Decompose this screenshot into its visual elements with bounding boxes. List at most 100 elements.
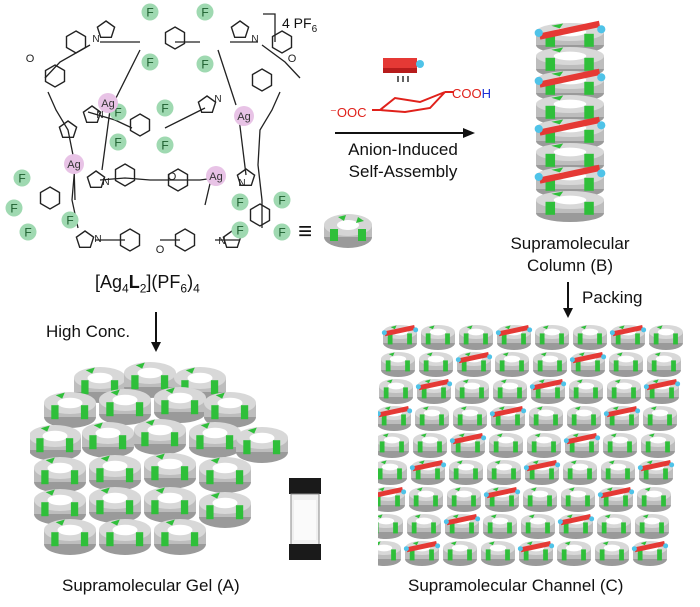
cage-ring	[487, 460, 521, 485]
cage-ring	[419, 352, 453, 377]
cage-ring	[407, 514, 441, 539]
cage-ring	[379, 379, 413, 404]
cage-bonds	[44, 41, 301, 241]
cage-ring	[134, 419, 186, 455]
arrow-label-line1: Anion-Induced	[348, 140, 458, 159]
fluorine-bubble	[156, 136, 174, 154]
high-conc-arrow-svg	[151, 312, 161, 352]
cage-ring	[534, 116, 606, 150]
cage-ring	[447, 487, 481, 512]
column-stack	[534, 20, 606, 222]
supramolecular-channel	[367, 318, 696, 576]
nitrogen-symbol: N	[94, 234, 101, 245]
cage-ring	[495, 325, 533, 350]
fluorine-symbol: F	[146, 6, 153, 20]
fluorine-bubble	[196, 3, 214, 21]
fluorine-symbol: F	[236, 196, 243, 210]
fluorine-symbol: F	[236, 224, 243, 238]
fluorine-symbol: F	[146, 56, 153, 70]
cage-ring	[637, 487, 671, 512]
cage-ring	[569, 379, 603, 404]
fluorine-bubble	[109, 133, 127, 151]
fluorine-bubble	[141, 3, 159, 21]
cage-ring	[609, 352, 643, 377]
cage-ring	[597, 487, 635, 512]
column-label-line2: Column (B)	[527, 256, 613, 275]
cage-ring	[643, 406, 677, 431]
cage-ring	[493, 379, 527, 404]
cage-ring	[453, 406, 487, 431]
cage-ring	[403, 541, 441, 566]
fluorine-symbol: F	[201, 58, 208, 72]
formula-mid: ](PF	[146, 272, 181, 292]
silver-bubble	[206, 166, 226, 186]
cage-ring	[144, 453, 196, 489]
cage-ring	[89, 487, 141, 523]
cage-ring	[199, 492, 251, 528]
cage-ring	[44, 519, 96, 555]
channel-label: Supramolecular Channel (C)	[408, 576, 624, 595]
cage-ring	[603, 406, 641, 431]
formula-ag-sub: 4	[122, 281, 129, 296]
fluorine-bubble	[231, 193, 249, 211]
fluorine-bubble	[61, 211, 79, 229]
cage-ring	[637, 460, 675, 485]
column-label-line1: Supramolecular	[510, 234, 630, 253]
cage-ring	[449, 460, 483, 485]
silver-bubble	[98, 93, 118, 113]
silver-symbol: Ag	[101, 98, 114, 110]
fluorine-bubble	[156, 99, 174, 117]
cage-ring	[381, 352, 415, 377]
cage-ring	[567, 406, 601, 431]
cage-ring	[413, 433, 447, 458]
counter-ion-text: 4 PF	[282, 15, 312, 31]
cage-ring	[561, 487, 595, 512]
cage-ring	[443, 541, 477, 566]
cage-ring	[154, 519, 206, 555]
fluorine-symbol: F	[66, 214, 73, 228]
fluorine-symbol: F	[114, 136, 121, 150]
cage-ring	[597, 514, 631, 539]
fluorine-bubble	[273, 191, 291, 209]
counter-ion-sub: 6	[311, 23, 318, 35]
cage-ring	[483, 514, 517, 539]
reaction-arrow-svg	[335, 128, 475, 138]
fluorine-symbol: F	[18, 172, 25, 186]
cage-ring	[481, 541, 515, 566]
nitrogen-symbol: N	[238, 178, 245, 189]
high-conc-label: High Conc.	[46, 322, 131, 341]
fluorine-bubble	[5, 199, 23, 217]
cage-ring	[144, 487, 196, 523]
cage-ring	[367, 541, 401, 566]
cage-ring-svg	[324, 214, 372, 248]
cage-ring	[649, 325, 683, 350]
fluorine-bubble	[19, 223, 37, 241]
nitrogen-symbol: N	[214, 94, 221, 105]
cage-ring	[455, 379, 489, 404]
oxygen-symbol: O	[26, 53, 35, 65]
cage-ring	[495, 352, 529, 377]
fluorine-bubble	[13, 169, 31, 187]
nitrogen-symbol: N	[218, 236, 225, 247]
cage-ring	[236, 427, 288, 463]
cage-ring	[534, 68, 606, 102]
cage-ring	[455, 352, 493, 377]
cage-ring	[82, 422, 134, 458]
cage-ring	[489, 433, 523, 458]
cage-ring	[381, 325, 419, 350]
cage-ring	[595, 541, 629, 566]
fluorine-symbol: F	[161, 139, 168, 153]
anion-right-group: COOH	[452, 84, 491, 104]
formula-end: )	[187, 272, 194, 292]
cage-ring	[557, 514, 595, 539]
cage-ring	[89, 455, 141, 491]
cage-ring	[631, 541, 669, 566]
cage-ring	[527, 433, 561, 458]
cage-ring	[609, 325, 647, 350]
cage-ring	[415, 379, 453, 404]
aromatic-rings	[44, 20, 293, 252]
cyclohexane-dicarboxylate	[372, 91, 454, 114]
channel-ring-array	[367, 325, 683, 566]
